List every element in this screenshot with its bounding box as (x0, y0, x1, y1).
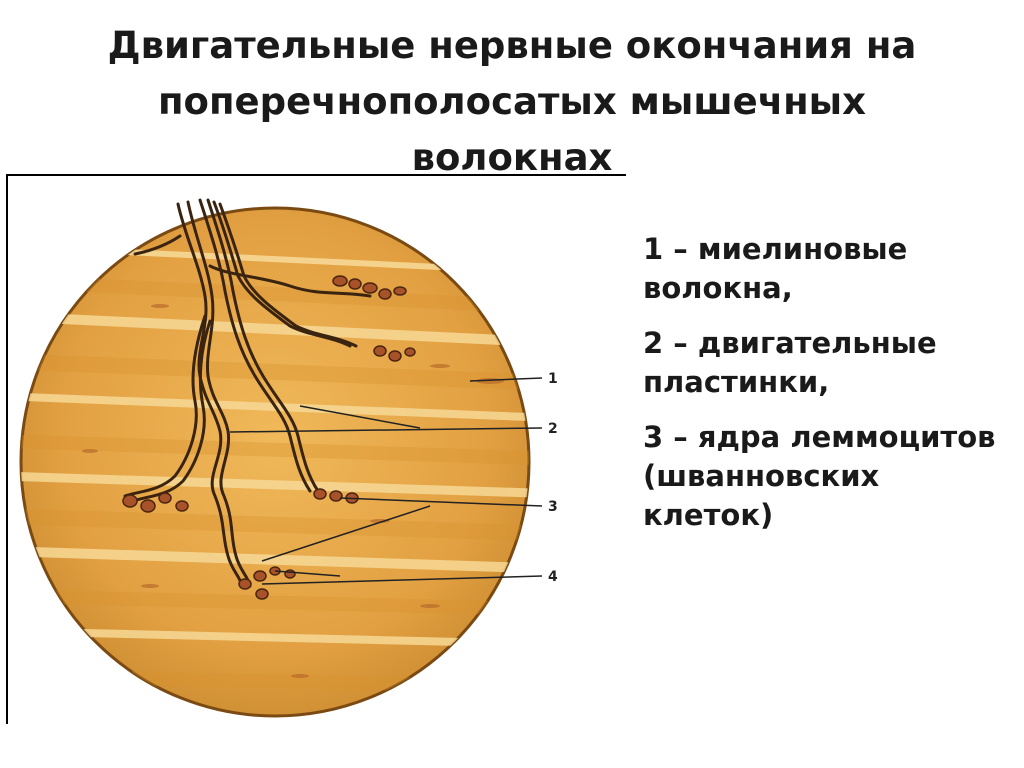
legend-item-1: 1 – миелиновые волокна, (643, 232, 908, 305)
page-title: Двигательные нервные окончания на попере… (0, 18, 1024, 186)
fiber-shade (21, 669, 529, 695)
leader-lines (229, 377, 543, 585)
title-line-2: поперечнополосатых мышечных (157, 80, 867, 123)
callout-2: 2 (548, 421, 558, 437)
legend: 1 – миелиновые волокна, 2 – двигательные… (643, 230, 1013, 551)
myelinated-nerve-fibers (123, 198, 372, 588)
callout-3: 3 (548, 499, 558, 515)
legend-item-2: 2 – двигательные пластинки, (643, 326, 937, 399)
fiber-shade (21, 434, 529, 468)
legend-item-3: 3 – ядра леммоцитов (шванновских клеток) (643, 420, 996, 532)
callout-1: 1 (548, 371, 558, 387)
title-line-3: волокнах (411, 136, 613, 179)
muscle-nerve-illustration: 1 2 3 4 (19, 198, 558, 718)
title-line-1: Двигательные нервные окончания на (107, 24, 917, 67)
figure-frame-top-border (6, 174, 626, 176)
figure-frame-left-border (6, 174, 8, 724)
callout-4: 4 (548, 569, 558, 585)
